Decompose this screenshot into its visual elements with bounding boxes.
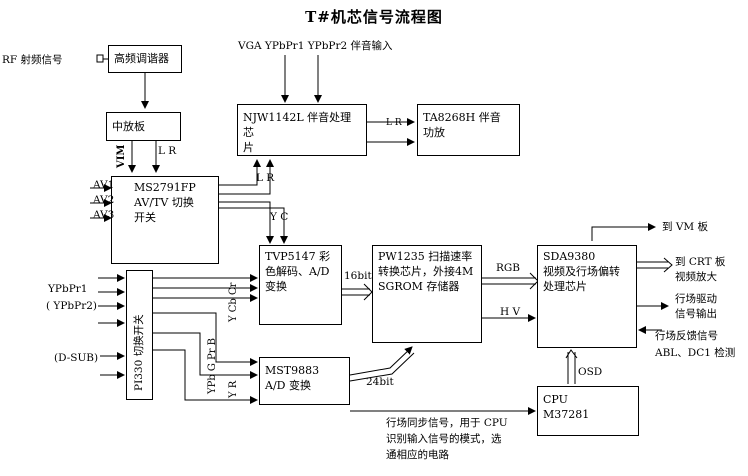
y-r-label: Y R	[228, 380, 239, 398]
signal-out-label: 信号输出	[675, 308, 717, 320]
tuner-block: 高频调谐器	[108, 45, 182, 73]
pw1235-line1: PW1235 扫描速率	[378, 250, 473, 263]
njw-lr-label: L R	[386, 118, 402, 128]
ta8268-line1: TA8268H 伴音	[423, 111, 501, 124]
tuner-label: 高频调谐器	[114, 52, 169, 65]
pw1235-block: PW1235 扫描速率 转换芯片，外接4M SGROM 存储器	[372, 245, 482, 343]
ms2791-line1: MS2791FP	[134, 181, 196, 194]
dsub-label: (D-SUB)	[54, 352, 99, 364]
ms2791-line2: AV/TV 切换	[134, 196, 194, 209]
video-amp-label: 视频放大	[675, 271, 717, 283]
vga-audio-label: VGA YPbPr1 YPbPr2 伴音输入	[238, 40, 393, 52]
av2-label: AV2	[93, 194, 115, 206]
pi330-label: PI330 切换开关	[133, 314, 145, 391]
njw1142-line2: 片	[243, 141, 254, 154]
cpu-line2: M37281	[543, 408, 590, 421]
ypb-g-label: YPb G	[207, 363, 218, 394]
av3-label: AV3	[93, 209, 115, 221]
ms2791-block: MS2791FP AV/TV 切换 开关	[111, 176, 219, 264]
rgb-label: RGB	[496, 262, 521, 274]
mst9883-line1: MST9883	[265, 364, 320, 377]
h-drive-label: 行场驱动	[675, 293, 717, 305]
ypbpr1-label: YPbPr1	[48, 283, 88, 295]
pw1235-line3: SGROM 存储器	[378, 280, 460, 293]
rf-connector	[96, 54, 104, 63]
mst9883-block: MST9883 A/D 变换	[259, 357, 350, 405]
sync-note-line3: 通相应的电路	[386, 449, 449, 461]
tvp5147-line2: 色解码、A/D	[265, 265, 330, 278]
av1-label: AV1	[93, 179, 115, 191]
cpu-block: CPU M37281	[537, 386, 639, 436]
sync-note-line1: 行场同步信号，用于 CPU	[386, 417, 508, 429]
if-board-block: 中放板	[106, 112, 181, 141]
sda9380-line3: 处理芯片	[543, 280, 587, 293]
if-lr-label: L R	[158, 145, 177, 157]
yc-label: Y C	[270, 211, 289, 223]
mst9883-line2: A/D 变换	[265, 379, 311, 392]
ycbcr-label: Y Cb Cr	[228, 282, 239, 322]
sda9380-block: SDA9380 视频及行场偏转 处理芯片	[537, 245, 637, 348]
to-crt-label: 到 CRT 板	[675, 256, 726, 268]
sda9380-line1: SDA9380	[543, 250, 596, 263]
diagram-title: T#机芯信号流程图	[305, 8, 443, 26]
ta8268-line2: 功放	[423, 126, 445, 139]
tvp5147-line3: 变换	[265, 280, 287, 293]
ta8268-block: TA8268H 伴音 功放	[417, 104, 520, 156]
ms2791-line3: 开关	[134, 211, 156, 224]
vim-label: VIM	[116, 144, 127, 168]
if-board-label: 中放板	[112, 120, 145, 133]
pw1235-line2: 转换芯片，外接4M	[378, 265, 474, 278]
hv-label: H V	[500, 306, 521, 318]
njw1142-line1: NJW1142L 伴音处理芯	[243, 111, 352, 139]
abl-label: ABL、DC1 检测	[655, 347, 736, 359]
rf-label: RF 射频信号	[2, 54, 63, 66]
ms-lr-label: L R	[256, 172, 275, 184]
osd-label: OSD	[578, 366, 603, 378]
pr-b-label: Pr B	[207, 337, 218, 360]
to-vm-label: 到 VM 板	[662, 221, 709, 233]
24bit-label: 24bit	[366, 376, 394, 388]
sync-note-line2: 识别输入信号的模式，选	[386, 433, 502, 445]
njw1142-block: NJW1142L 伴音处理芯 片	[237, 104, 367, 156]
16bit-label: 16bit	[344, 270, 372, 282]
ypbpr2-label: ( YPbPr2)	[46, 300, 98, 312]
pi330-switch-block: PI330 切换开关	[126, 270, 153, 400]
tvp5147-block: TVP5147 彩 色解码、A/D 变换	[259, 245, 342, 325]
feedback-label: 行场反馈信号	[655, 330, 718, 342]
tvp5147-line1: TVP5147 彩	[265, 250, 331, 263]
sda9380-line2: 视频及行场偏转	[543, 265, 620, 278]
cpu-line1: CPU	[543, 393, 568, 406]
